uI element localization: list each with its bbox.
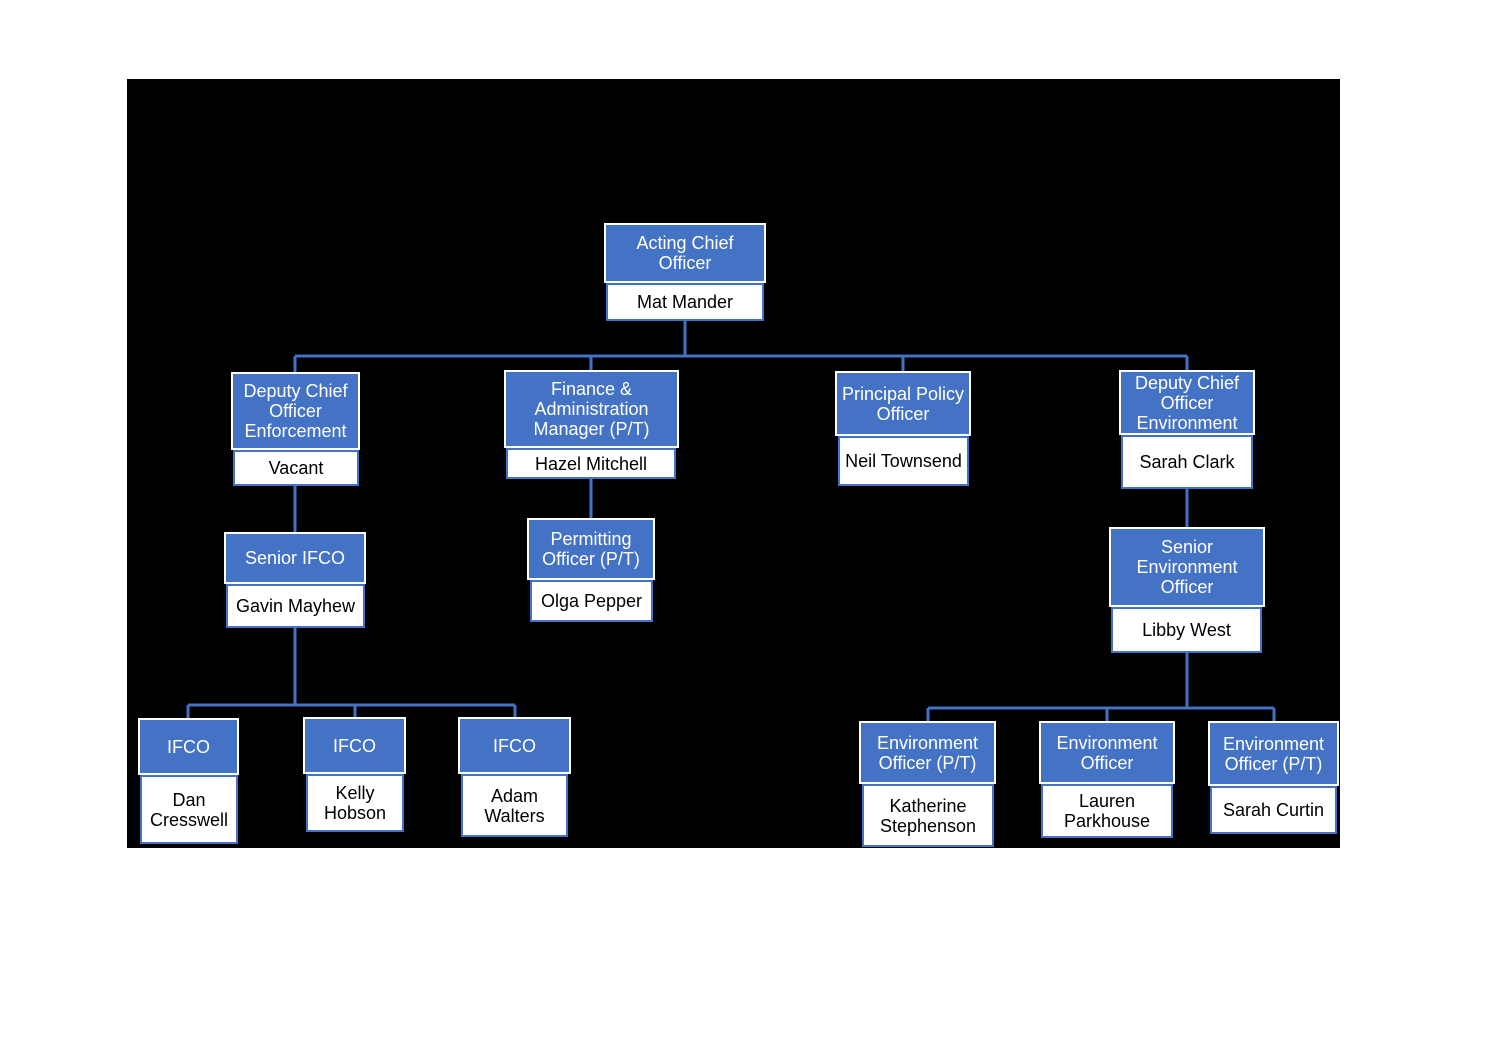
role-title: Deputy Chief Officer Environment bbox=[1119, 370, 1255, 435]
person-name: Gavin Mayhew bbox=[226, 584, 365, 628]
person-name: Vacant bbox=[233, 450, 359, 486]
role-title: Acting Chief Officer bbox=[604, 223, 766, 283]
role-title: Senior IFCO bbox=[224, 532, 366, 584]
role-title: Environment Officer (P/T) bbox=[1208, 721, 1339, 786]
role-title: IFCO bbox=[458, 717, 571, 774]
role-title: Permitting Officer (P/T) bbox=[527, 518, 655, 580]
person-name: Kelly Hobson bbox=[306, 774, 404, 832]
role-title: Principal Policy Officer bbox=[835, 371, 971, 436]
person-name: Olga Pepper bbox=[530, 580, 653, 622]
person-name: Sarah Curtin bbox=[1210, 786, 1337, 834]
person-name: Neil Townsend bbox=[838, 436, 969, 486]
person-name: Adam Walters bbox=[461, 774, 568, 837]
person-name: Katherine Stephenson bbox=[862, 784, 994, 847]
role-title: Environment Officer (P/T) bbox=[859, 721, 996, 784]
role-title: IFCO bbox=[138, 718, 239, 775]
person-name: Mat Mander bbox=[606, 283, 764, 321]
role-title: Environment Officer bbox=[1039, 721, 1175, 784]
role-title: Deputy Chief Officer Enforcement bbox=[231, 372, 360, 450]
person-name: Sarah Clark bbox=[1121, 435, 1253, 489]
role-title: IFCO bbox=[303, 717, 406, 774]
person-name: Libby West bbox=[1111, 607, 1262, 653]
person-name: Dan Cresswell bbox=[140, 775, 238, 844]
role-title: Finance & Administration Manager (P/T) bbox=[504, 370, 679, 448]
person-name: Hazel Mitchell bbox=[506, 448, 676, 479]
person-name: Lauren Parkhouse bbox=[1041, 784, 1173, 838]
role-title: Senior Environment Officer bbox=[1109, 527, 1265, 607]
